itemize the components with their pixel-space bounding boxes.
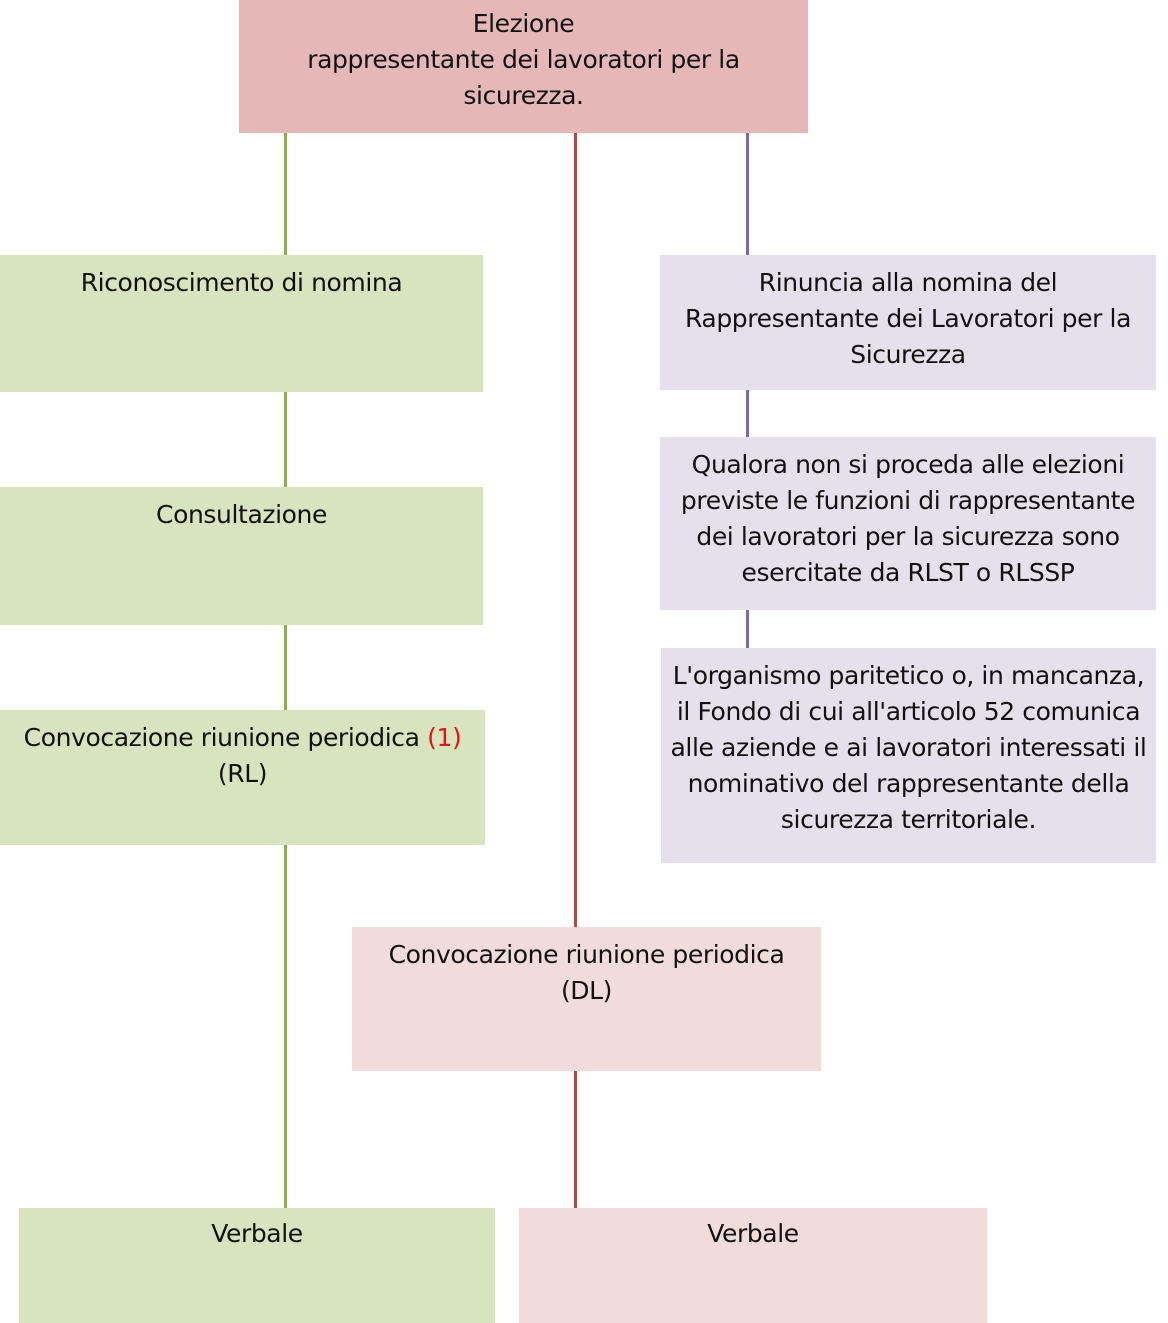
connector-line-green	[284, 133, 287, 1210]
convocazione-rl-label: Convocazione riunione periodica	[23, 723, 428, 752]
box-consultazione: Consultazione	[0, 487, 483, 625]
box-convocazione-riunione-periodica-rl: Convocazione riunione periodica (1) (RL)	[0, 710, 485, 845]
footnote-1-red: (1)	[427, 723, 462, 752]
box-qualora-elezioni: Qualora non si proceda alle elezioni pre…	[660, 437, 1156, 610]
convocazione-rl-sublabel: (RL)	[217, 759, 268, 788]
box-rinuncia-alla-nomina: Rinuncia alla nomina del Rappresentante …	[660, 255, 1156, 390]
box-riconoscimento-di-nomina: Riconoscimento di nomina	[0, 255, 483, 392]
box-elezione-title: Elezione rappresentante dei lavoratori p…	[239, 0, 808, 133]
box-verbale-green: Verbale	[19, 1208, 495, 1323]
box-convocazione-riunione-periodica-dl: Convocazione riunione periodica (DL)	[352, 927, 821, 1071]
connector-line-red	[574, 133, 577, 1210]
box-verbale-pink: Verbale	[519, 1208, 987, 1323]
box-organismo-paritetico: L'organismo paritetico o, in mancanza, i…	[661, 648, 1156, 863]
